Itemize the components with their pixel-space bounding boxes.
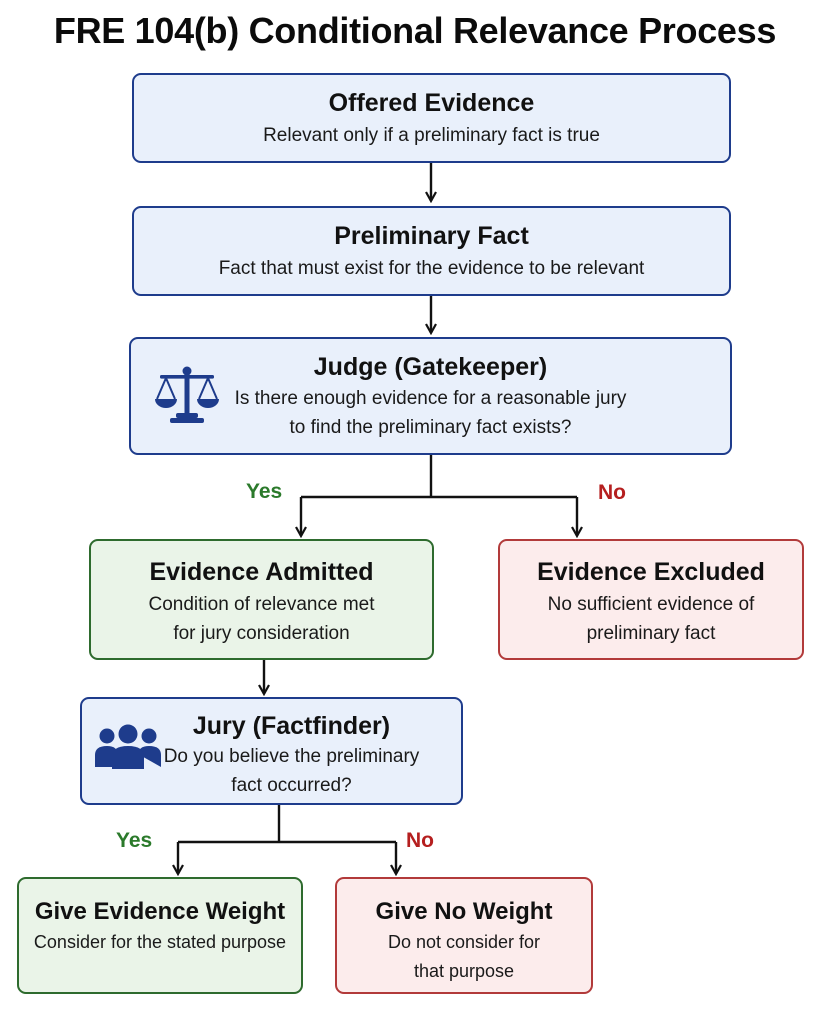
scales-of-justice-icon (155, 366, 219, 423)
node-description-line: Do not consider for (387, 932, 541, 952)
node-description-line: Is there enough evidence for a reasonabl… (234, 388, 627, 409)
node-title: Judge (Gatekeeper) (313, 353, 548, 381)
jury-yes-label: Yes (116, 829, 153, 852)
node-description-line: to find the preliminary fact exists? (289, 417, 572, 438)
judge-no-label: No (598, 481, 626, 504)
evidence-admitted-node: Evidence Admitted Condition of relevance… (89, 539, 434, 660)
node-description: Relevant only if a preliminary fact is t… (263, 125, 600, 146)
preliminary-fact-node: Preliminary Fact Fact that must exist fo… (132, 206, 731, 296)
give-evidence-weight-node: Give Evidence Weight Consider for the st… (17, 877, 303, 994)
node-title: Give Evidence Weight (34, 898, 286, 925)
node-description-line: for jury consideration (173, 623, 350, 644)
give-no-weight-node: Give No Weight Do not consider for that … (335, 877, 593, 994)
node-title: Preliminary Fact (334, 222, 529, 250)
group-people-icon (95, 724, 161, 769)
diagram-title: FRE 104(b) Conditional Relevance Process (53, 10, 777, 51)
node-title: Evidence Excluded (537, 558, 765, 586)
node-description: Fact that must exist for the evidence to… (218, 258, 645, 279)
node-title: Jury (Factfinder) (192, 712, 391, 740)
node-title: Evidence Admitted (149, 558, 374, 586)
node-description-line: Condition of relevance met (148, 594, 375, 615)
node-title: Offered Evidence (328, 89, 535, 117)
jury-node: Jury (Factfinder) Do you believe the pre… (80, 697, 463, 805)
node-description-line: Do you believe the preliminary (163, 746, 420, 767)
node-description-line: Consider for the stated purpose (33, 932, 287, 952)
judge-node: Judge (Gatekeeper) Is there enough evide… (129, 337, 732, 455)
jury-no-label: No (406, 829, 434, 852)
node-description-line: fact occurred? (231, 775, 352, 796)
node-description-line: that purpose (413, 961, 515, 981)
judge-yes-label: Yes (246, 480, 283, 503)
node-title: Give No Weight (375, 898, 553, 925)
offered-evidence-node: Offered Evidence Relevant only if a prel… (132, 73, 731, 163)
node-description-line: No sufficient evidence of (547, 594, 755, 615)
node-description-line: preliminary fact (586, 623, 716, 644)
evidence-excluded-node: Evidence Excluded No sufficient evidence… (498, 539, 804, 660)
